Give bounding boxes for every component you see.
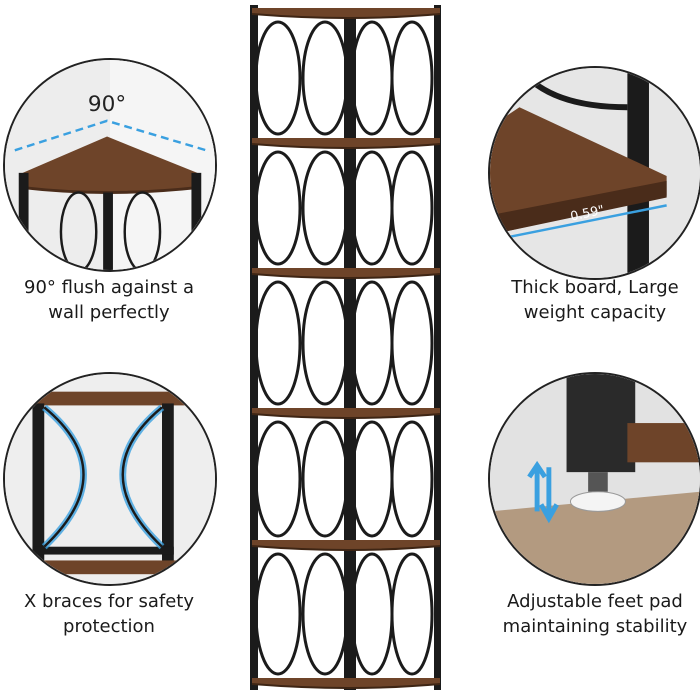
caption-line: weight capacity — [523, 302, 667, 323]
circle-brace — [390, 20, 434, 136]
caption-line: Adjustable feet pad — [507, 591, 683, 612]
thickness-annotation: 0.59" — [569, 203, 606, 225]
caption-line: 90° flush against a — [24, 277, 194, 298]
circle-brace — [390, 420, 434, 538]
circle-brace — [301, 280, 349, 406]
circle-brace — [390, 552, 434, 676]
circle-brace — [254, 420, 302, 538]
circle-brace — [350, 280, 394, 406]
circle-brace — [254, 20, 302, 136]
caption-line: maintaining stability — [502, 616, 688, 637]
circle-brace — [301, 20, 349, 136]
circle-brace — [301, 150, 349, 266]
circle-brace — [301, 552, 349, 676]
angle-annotation: 90° — [88, 92, 126, 117]
wood-shelf — [252, 678, 440, 688]
wood-shelf — [252, 138, 440, 148]
circle-brace — [254, 150, 302, 266]
circle-brace — [390, 150, 434, 266]
wood-shelf — [252, 408, 440, 418]
caption-line: Thick board, Large — [511, 277, 679, 298]
caption-line: X braces for safety — [24, 591, 194, 612]
circle-brace — [254, 280, 302, 406]
feature-caption-x-braces: X braces for safety protection — [0, 589, 224, 639]
feature-caption-corner: 90° flush against a wall perfectly — [0, 275, 224, 325]
corner-shelf-product — [250, 5, 441, 690]
circle-brace — [350, 150, 394, 266]
callout-thick-board: 0.59" — [488, 66, 700, 280]
circle-brace — [350, 20, 394, 136]
frame-post — [434, 5, 441, 690]
circle-brace — [254, 552, 302, 676]
callout-corner-flush: 90° — [3, 58, 217, 272]
feature-caption-adjustable-feet: Adjustable feet pad maintaining stabilit… — [480, 589, 700, 639]
frame-post — [344, 10, 356, 690]
circle-brace — [350, 552, 394, 676]
circle-brace — [301, 420, 349, 538]
caption-line: wall perfectly — [48, 302, 170, 323]
wood-shelf — [252, 268, 440, 278]
caption-line: protection — [63, 616, 155, 637]
frame-post — [250, 5, 258, 690]
circle-brace — [350, 420, 394, 538]
feature-caption-thick-board: Thick board, Large weight capacity — [480, 275, 700, 325]
wood-shelf — [252, 540, 440, 550]
callout-adjustable-feet — [488, 372, 700, 586]
callout-x-braces — [3, 372, 217, 586]
wood-shelf — [252, 8, 440, 18]
circle-brace — [390, 280, 434, 406]
